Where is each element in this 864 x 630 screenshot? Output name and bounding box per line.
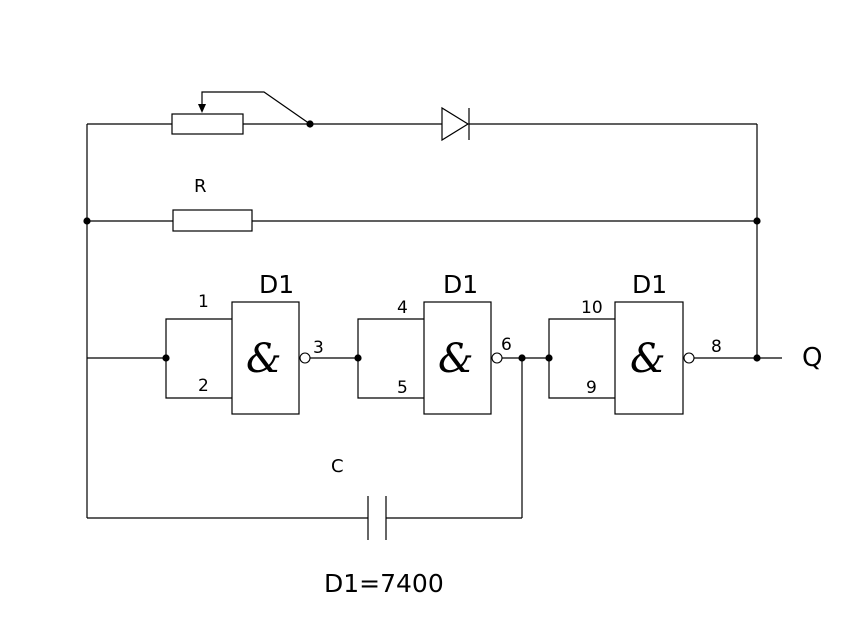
pin-label: 4 <box>397 298 408 318</box>
resistor-label: R <box>194 176 207 197</box>
ic-note: D1=7400 <box>324 569 444 598</box>
potentiometer <box>171 113 244 135</box>
wiper-arrow-icon <box>198 104 206 113</box>
potentiometer-branch <box>87 91 757 142</box>
capacitor-label: C <box>331 456 344 477</box>
gate-name: D1 <box>443 270 478 299</box>
and-symbol: & <box>438 336 474 382</box>
junction-dot <box>306 120 314 128</box>
and-symbol: & <box>630 336 666 382</box>
gate-name: D1 <box>632 270 667 299</box>
pin-label: 3 <box>313 338 324 358</box>
pin-label: 2 <box>198 376 209 396</box>
nand-gate-1: & D1 1 2 3 <box>87 270 324 415</box>
resistor-branch: R <box>83 176 761 232</box>
diode <box>441 106 470 142</box>
gate-body <box>423 301 492 415</box>
resistor <box>172 209 253 232</box>
junction-dot <box>753 354 761 362</box>
gate-name: D1 <box>259 270 294 299</box>
nand-gate-3: & D1 10 9 8 <box>545 270 722 415</box>
pin-label: 9 <box>586 378 597 398</box>
gate-body <box>231 301 300 415</box>
gate-body <box>614 301 684 415</box>
inverter-bubble <box>299 352 311 364</box>
pin-label: 6 <box>501 335 512 355</box>
nand-gate-2: & D1 4 5 6 <box>354 270 512 415</box>
pin-label: 5 <box>397 378 408 398</box>
potentiometer-wiper <box>201 91 311 125</box>
inverter-bubble <box>683 352 695 364</box>
pin-label: 10 <box>581 298 603 318</box>
and-symbol: & <box>246 336 282 382</box>
pin-label: 1 <box>198 292 209 312</box>
capacitor-branch: C <box>87 456 522 540</box>
output-label: Q <box>802 343 822 373</box>
pin-label: 8 <box>711 337 722 357</box>
